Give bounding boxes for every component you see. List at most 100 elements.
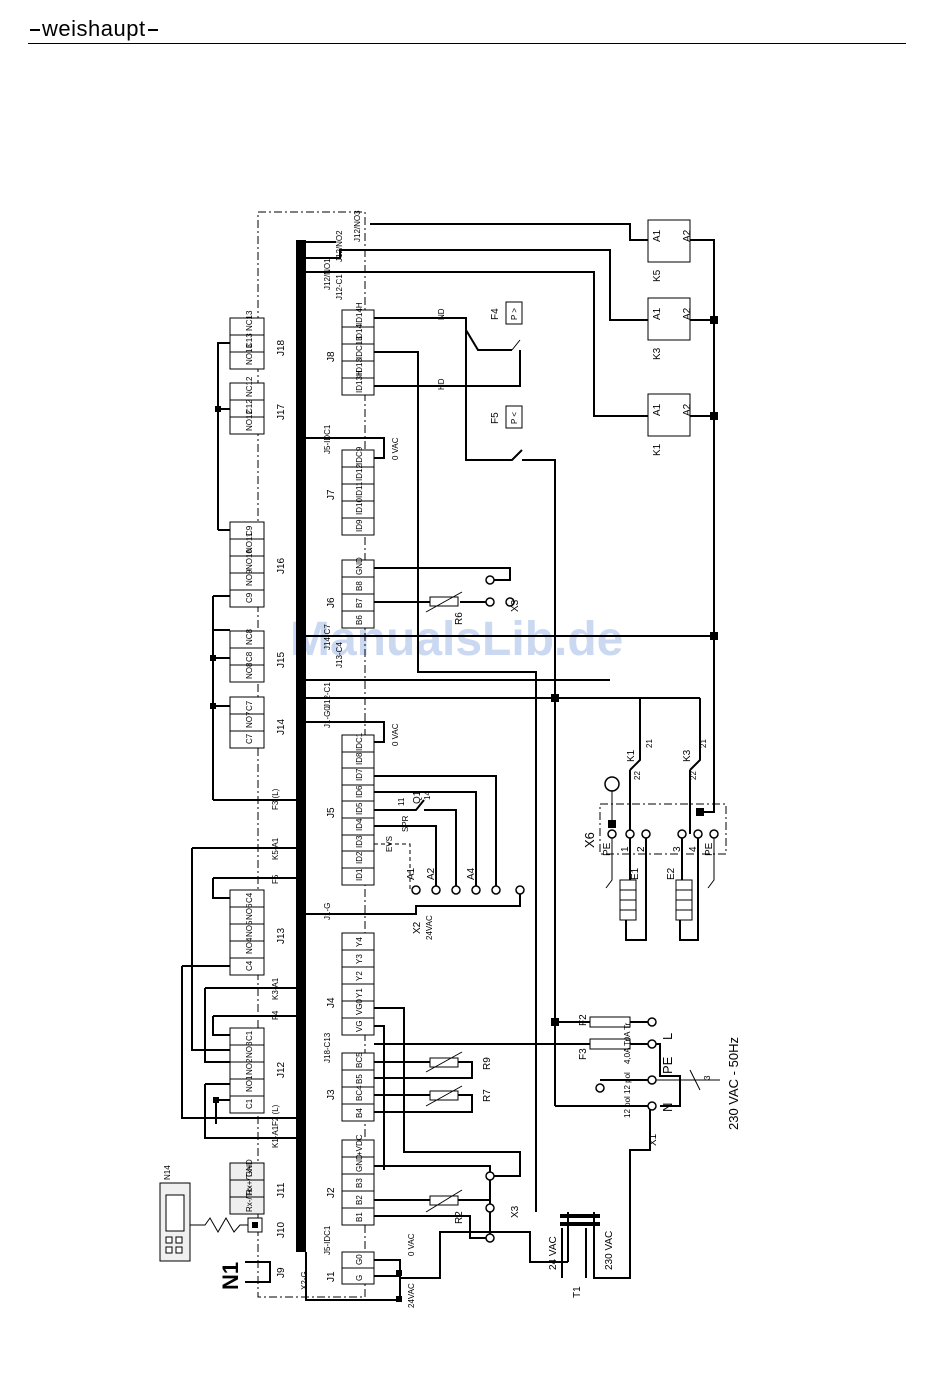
- svg-text:4: 4: [688, 846, 699, 852]
- j4-pin-vg0: VG0: [355, 998, 364, 1015]
- svg-text:A2: A2: [682, 307, 693, 320]
- terminal-strip-x2: A1 A2 A4 X2 24VAC: [406, 867, 525, 940]
- j4-pin-y3: Y3: [355, 954, 364, 964]
- j17-pin-no12: NO12: [245, 410, 254, 431]
- j6-pin-b6: B6: [355, 615, 364, 625]
- bus-label-j18c13: J18-C13: [323, 1032, 332, 1063]
- j16-pin-no11: NO11: [245, 532, 254, 553]
- svg-text:12 pol: 12 pol: [623, 1096, 632, 1118]
- j5-pin-id8: ID8: [355, 752, 364, 765]
- j3-pin-bc5: BC5: [355, 1052, 364, 1068]
- svg-text:230 VAC - 50Hz: 230 VAC - 50Hz: [726, 1037, 741, 1130]
- j15-label: J15: [276, 651, 287, 668]
- bus-label-j1g0: J1-G0: [323, 706, 332, 728]
- j12-pin-no1: NO1: [245, 1075, 254, 1092]
- connector-j2: B1 B2 B3 GND +VDC J2: [326, 1134, 375, 1226]
- svg-text:E1: E1: [630, 867, 641, 880]
- main-bus-bar: [296, 240, 306, 1252]
- j10-label: J10: [276, 1221, 287, 1238]
- label-f2l: F2 (L): [271, 1104, 280, 1126]
- svg-text:F4: F4: [490, 308, 501, 320]
- controller-n1-label: N1: [218, 1262, 243, 1290]
- bus-label-j5idc1-b: J5-IDC1: [323, 424, 332, 454]
- svg-text:3: 3: [703, 1075, 712, 1080]
- connector-j14: C7 NO7 C7 J14: [229, 696, 287, 749]
- j5-pin-idc1: IDC1: [355, 732, 364, 751]
- j5-pin-id7: ID7: [355, 768, 364, 781]
- svg-text:24 VAC: 24 VAC: [548, 1236, 559, 1270]
- connector-j4: VG VG0 Y1 Y2 Y3 Y4 J4: [326, 932, 375, 1036]
- j6-pin-b8: B8: [355, 581, 364, 591]
- sensor-r6: R6 X3: [425, 575, 521, 625]
- connector-j12: C1 NO1 NO2 NO3 C1 J12: [229, 1027, 287, 1114]
- j11-pin-rx-tx-plus: Rx+/Tx+: [245, 1164, 254, 1195]
- page-header: weishaupt: [28, 14, 908, 46]
- j6-pin-b7: B7: [355, 598, 364, 608]
- j8-label: J8: [326, 351, 337, 362]
- svg-text:F2: F2: [578, 1014, 589, 1026]
- j11-pin-gnd: GND: [245, 1159, 254, 1177]
- label-k1a1: K1-A1: [271, 1125, 280, 1148]
- svg-text:E2: E2: [666, 867, 677, 880]
- sensor-r2: R2 X3: [425, 1171, 521, 1243]
- svg-text:230 VAC: 230 VAC: [604, 1231, 615, 1270]
- j1-pin-g: G: [355, 1275, 364, 1281]
- bus-label-j12no3: J12/NO3: [353, 210, 362, 242]
- relay-k5: A1 A2 K5: [647, 219, 693, 282]
- j7-label: J7: [326, 489, 337, 500]
- j7-pin-id9: ID9: [355, 519, 364, 532]
- svg-text:11: 11: [397, 797, 406, 806]
- j7-pin-id12: ID12: [355, 464, 364, 481]
- module-n14-label: N14: [163, 1165, 172, 1180]
- j1-label: J1: [326, 1271, 337, 1282]
- label-24vac-j1: 24VAC: [407, 1283, 416, 1308]
- mains-terminals: L PE N 3 230 VAC - 50Hz 12 pol 12 pol X1: [595, 1017, 741, 1146]
- header-rule: [28, 43, 906, 44]
- connector-j3: B4 BC4 B5 BC5 J3: [326, 1052, 375, 1122]
- j4-pin-y1: Y1: [355, 988, 364, 998]
- j4-pin-vg: VG: [355, 1020, 364, 1032]
- j9-label: J9: [276, 1267, 287, 1278]
- svg-text:X1: X1: [648, 1133, 659, 1146]
- svg-text:PE: PE: [602, 842, 613, 856]
- j17-pin-c12: C12: [245, 399, 254, 414]
- j16-pin-no9: NO9: [245, 569, 254, 586]
- j4-pin-y4: Y4: [355, 937, 364, 947]
- svg-text:Q1: Q1: [412, 790, 423, 804]
- svg-text:HD: HD: [437, 378, 446, 390]
- bus-label-j13c4: J13-C4: [335, 642, 344, 668]
- svg-text:1: 1: [620, 846, 631, 852]
- j5-pin-id6: ID6: [355, 785, 364, 798]
- pressure-switch-f5: P < F5 HD: [437, 378, 523, 429]
- svg-text:4,0A Tr: 4,0A Tr: [623, 1022, 632, 1048]
- j11-pin-rx-tx-minus: Rx-/Tx-: [245, 1185, 254, 1212]
- svg-text:14: 14: [423, 791, 432, 800]
- bus-label-j12no2: J12/NO2: [335, 230, 344, 262]
- j18-label: J18: [276, 339, 287, 356]
- svg-text:K1: K1: [652, 443, 663, 456]
- j18-pin-c13: C13: [245, 333, 254, 348]
- svg-text:PE: PE: [660, 1056, 675, 1074]
- j14-label: J14: [276, 718, 287, 735]
- svg-text:A1: A1: [652, 229, 663, 242]
- bus-label-j5idc1-a: J5-IDC1: [323, 1225, 332, 1255]
- brand-logo: weishaupt: [28, 16, 160, 42]
- j5-label: J5: [326, 807, 337, 818]
- connector-j6: B6 B7 B8 GND J6: [326, 557, 375, 629]
- svg-text:X3: X3: [510, 599, 521, 612]
- j13-pin-no5: NO5: [245, 920, 254, 937]
- svg-text:R7: R7: [482, 1089, 493, 1102]
- j3-pin-bc4: BC4: [355, 1085, 364, 1101]
- j15-pin-c8: C8: [245, 651, 254, 662]
- svg-text:N: N: [660, 1103, 675, 1112]
- j5-pin-id1: ID1: [355, 868, 364, 881]
- svg-text:K5: K5: [652, 269, 663, 282]
- connector-j10: J10: [247, 1217, 287, 1238]
- svg-text:ND: ND: [437, 308, 446, 320]
- svg-text:X6: X6: [582, 832, 597, 848]
- svg-text:L: L: [660, 1033, 675, 1040]
- sensor-r7: R7: [425, 1085, 493, 1107]
- svg-text:A1: A1: [652, 403, 663, 416]
- j12-pin-no3: NO3: [245, 1041, 254, 1058]
